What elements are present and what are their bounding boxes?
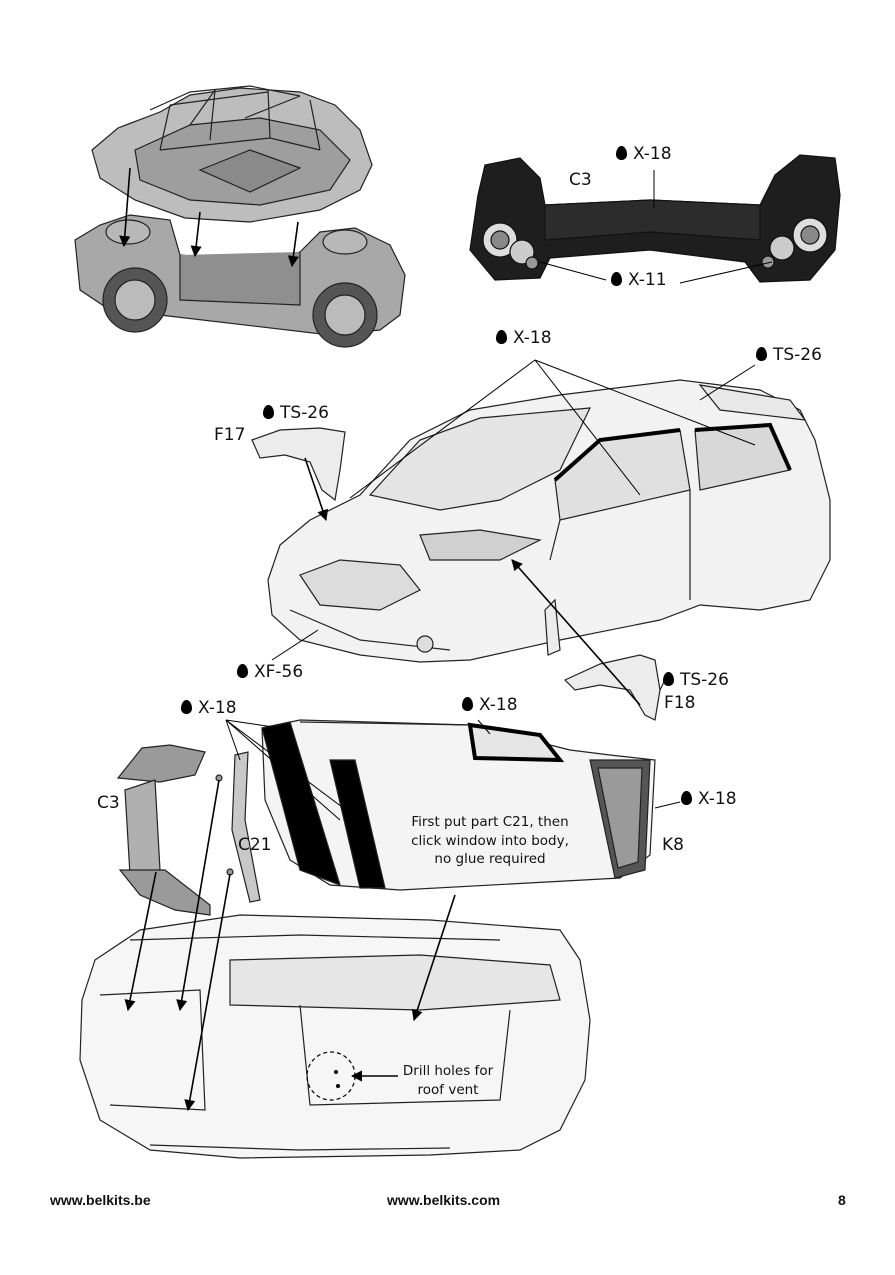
paint-callout-x18-body: X-18 <box>496 328 552 348</box>
paint-code: X-18 <box>633 144 672 164</box>
paint-drop-icon <box>496 329 507 344</box>
paint-code: TS-26 <box>773 345 822 365</box>
paint-callout-x18-windows: X-18 <box>181 698 237 718</box>
chassis-rollcage-illustration <box>74 85 406 348</box>
part-label-f18: F18 <box>664 693 696 713</box>
paint-code: XF-56 <box>254 662 304 682</box>
part-label-k8: K8 <box>662 835 684 855</box>
paint-code: TS-26 <box>280 403 329 423</box>
paint-code: X-18 <box>698 789 737 809</box>
instruction-note-c21: First put part C21, then click window in… <box>411 814 569 868</box>
paint-drop-icon <box>616 145 627 160</box>
paint-callout-ts26-f18: TS-26 <box>663 670 729 690</box>
paint-callout-x18-rear-window: X-18 <box>462 695 518 715</box>
part-label-c3-left: C3 <box>97 793 120 813</box>
paint-drop-icon <box>462 696 473 711</box>
part-label-c21: C21 <box>238 835 272 855</box>
paint-drop-icon <box>611 271 622 286</box>
paint-code: X-18 <box>479 695 518 715</box>
paint-drop-icon <box>663 671 674 686</box>
f18-fender-illustration <box>544 598 661 721</box>
window-glazing-illustration <box>261 719 656 891</box>
paint-drop-icon <box>681 790 692 805</box>
paint-code: TS-26 <box>680 670 729 690</box>
paint-drop-icon <box>263 404 274 419</box>
c3-rear-wing-side-illustration <box>116 744 211 916</box>
part-label-c3-top: C3 <box>569 170 592 190</box>
c3-rear-light-bar-illustration <box>469 154 841 283</box>
f17-fender-illustration <box>251 427 346 502</box>
paint-drop-icon <box>181 699 192 714</box>
paint-code: X-18 <box>198 698 237 718</box>
paint-drop-icon <box>237 663 248 678</box>
car-body-illustration <box>267 379 831 663</box>
paint-code: X-18 <box>513 328 552 348</box>
c21-pillar-strip-illustration <box>215 751 261 903</box>
page-number: 8 <box>838 1192 846 1208</box>
paint-callout-ts26-f17: TS-26 <box>263 403 329 423</box>
footer-url-center: www.belkits.com <box>387 1192 501 1208</box>
instruction-note-drill: Drill holes for roof vent <box>402 1063 494 1098</box>
paint-callout-x11: X-11 <box>611 270 667 290</box>
paint-callout-xf56: XF-56 <box>237 662 304 682</box>
footer-url-left: www.belkits.be <box>50 1192 151 1208</box>
paint-callout-ts26-roof: TS-26 <box>756 345 822 365</box>
part-label-f17: F17 <box>214 425 246 445</box>
car-body-top-view-illustration <box>79 914 591 1159</box>
paint-callout-x18-top: X-18 <box>616 144 672 164</box>
paint-drop-icon <box>756 346 767 361</box>
paint-code: X-11 <box>628 270 667 290</box>
paint-callout-x18-k8: X-18 <box>681 789 737 809</box>
